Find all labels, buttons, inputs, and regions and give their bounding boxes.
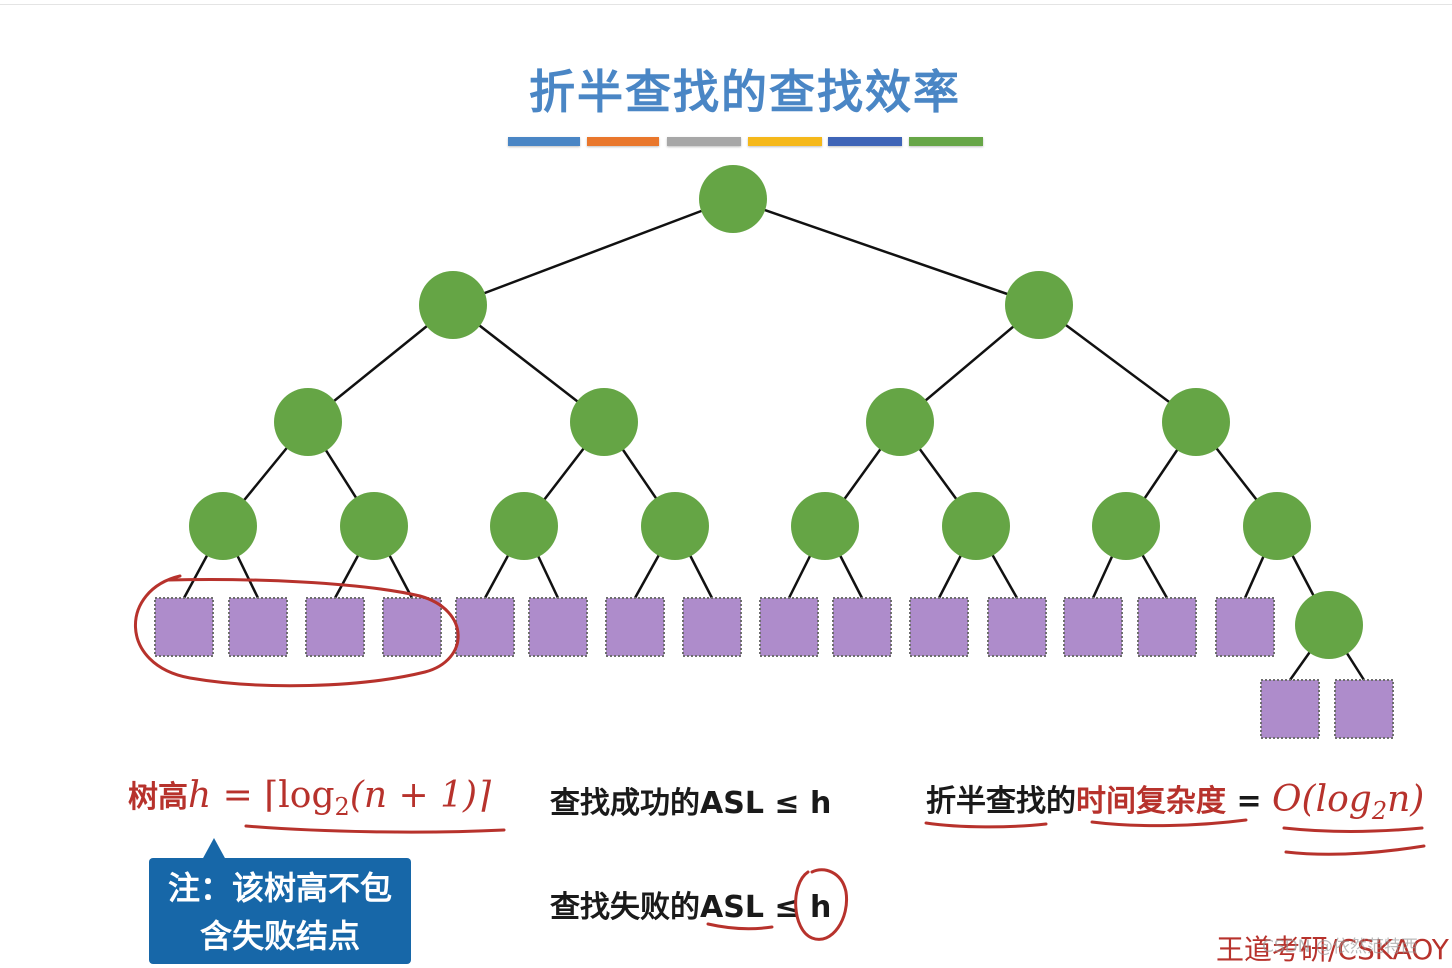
callout-pointer bbox=[202, 838, 226, 860]
complexity-prefix: 折半查找的 bbox=[926, 784, 1076, 819]
tree-node bbox=[419, 271, 487, 339]
failure-node bbox=[987, 597, 1047, 657]
failure-node bbox=[1063, 597, 1123, 657]
failure-node bbox=[1137, 597, 1197, 657]
color-bar-1 bbox=[508, 137, 580, 146]
tree-height-subscript: 2 bbox=[334, 793, 350, 822]
failure-node bbox=[382, 597, 442, 657]
color-bar-3 bbox=[667, 137, 741, 146]
failure-node bbox=[605, 597, 665, 657]
tree-height-label: 树高 bbox=[128, 780, 188, 815]
tree-node bbox=[791, 492, 859, 560]
failure-node bbox=[528, 597, 588, 657]
tree-node bbox=[942, 492, 1010, 560]
complexity-math-sub: 2 bbox=[1371, 797, 1388, 826]
tree-node bbox=[490, 492, 558, 560]
tree-height-expression: = ⌈log bbox=[222, 775, 335, 816]
complexity-math-end: n) bbox=[1387, 779, 1425, 820]
failure-node bbox=[909, 597, 969, 657]
failure-node bbox=[305, 597, 365, 657]
tree-node bbox=[274, 388, 342, 456]
asl-success-text: 查找成功的ASL ≤ h bbox=[550, 786, 832, 821]
tree-node bbox=[1243, 492, 1311, 560]
tree-node bbox=[1092, 492, 1160, 560]
tree-node bbox=[340, 492, 408, 560]
tree-node bbox=[1005, 271, 1073, 339]
time-complexity-text: 折半查找的时间复杂度 = O(log2n) bbox=[926, 776, 1424, 825]
asl-fail-text: 查找失败的ASL ≤ h bbox=[550, 882, 831, 926]
tree-node bbox=[189, 492, 257, 560]
tree-node bbox=[866, 388, 934, 456]
color-bar-2 bbox=[587, 137, 659, 146]
color-bar-5 bbox=[828, 137, 902, 146]
failure-node bbox=[1260, 679, 1320, 739]
tree-edge bbox=[452, 197, 734, 307]
failure-nodes bbox=[154, 597, 1394, 739]
failure-node bbox=[455, 597, 515, 657]
failure-node bbox=[759, 597, 819, 657]
failure-node bbox=[154, 597, 214, 657]
failure-node bbox=[1215, 597, 1275, 657]
tree-height-variable: h bbox=[188, 775, 212, 816]
note-callout: 注：该树高不包 含失败结点 bbox=[149, 858, 411, 964]
complexity-equals: = bbox=[1226, 784, 1273, 819]
tree-node bbox=[1162, 388, 1230, 456]
tree-height-formula: 树高h = ⌈log2(n + 1)⌉ bbox=[128, 772, 491, 821]
publisher-watermark: 王道考研/CSKAOY bbox=[1216, 933, 1449, 966]
asl-fail-prefix: 查找失败的ASL ≤ bbox=[550, 890, 800, 925]
top-divider bbox=[0, 4, 1452, 5]
failure-node bbox=[228, 597, 288, 657]
callout-line-2: 含失败结点 bbox=[199, 917, 360, 955]
tree-height-argument: (n + 1)⌉ bbox=[349, 775, 492, 816]
failure-node bbox=[682, 597, 742, 657]
tree-node bbox=[641, 492, 709, 560]
asl-fail-h: h bbox=[809, 890, 832, 925]
complexity-math-start: O(log bbox=[1272, 779, 1372, 820]
color-bar-6 bbox=[909, 137, 983, 146]
slide-title: 折半查找的查找效率 bbox=[529, 65, 961, 119]
callout-line-1: 注：该树高不包 bbox=[167, 869, 392, 907]
failure-node bbox=[1334, 679, 1394, 739]
tree-node bbox=[1295, 591, 1363, 659]
tree-edge bbox=[732, 197, 1040, 307]
tree-node bbox=[699, 165, 767, 233]
complexity-math: O(log2n) bbox=[1272, 779, 1425, 825]
color-bar-4 bbox=[748, 137, 822, 146]
internal-nodes bbox=[189, 165, 1363, 659]
tree-node bbox=[570, 388, 638, 456]
failure-node bbox=[832, 597, 892, 657]
csdn-watermark: CSDN @依然范特西 bbox=[1262, 937, 1418, 957]
complexity-highlight: 时间复杂度 bbox=[1076, 784, 1226, 819]
